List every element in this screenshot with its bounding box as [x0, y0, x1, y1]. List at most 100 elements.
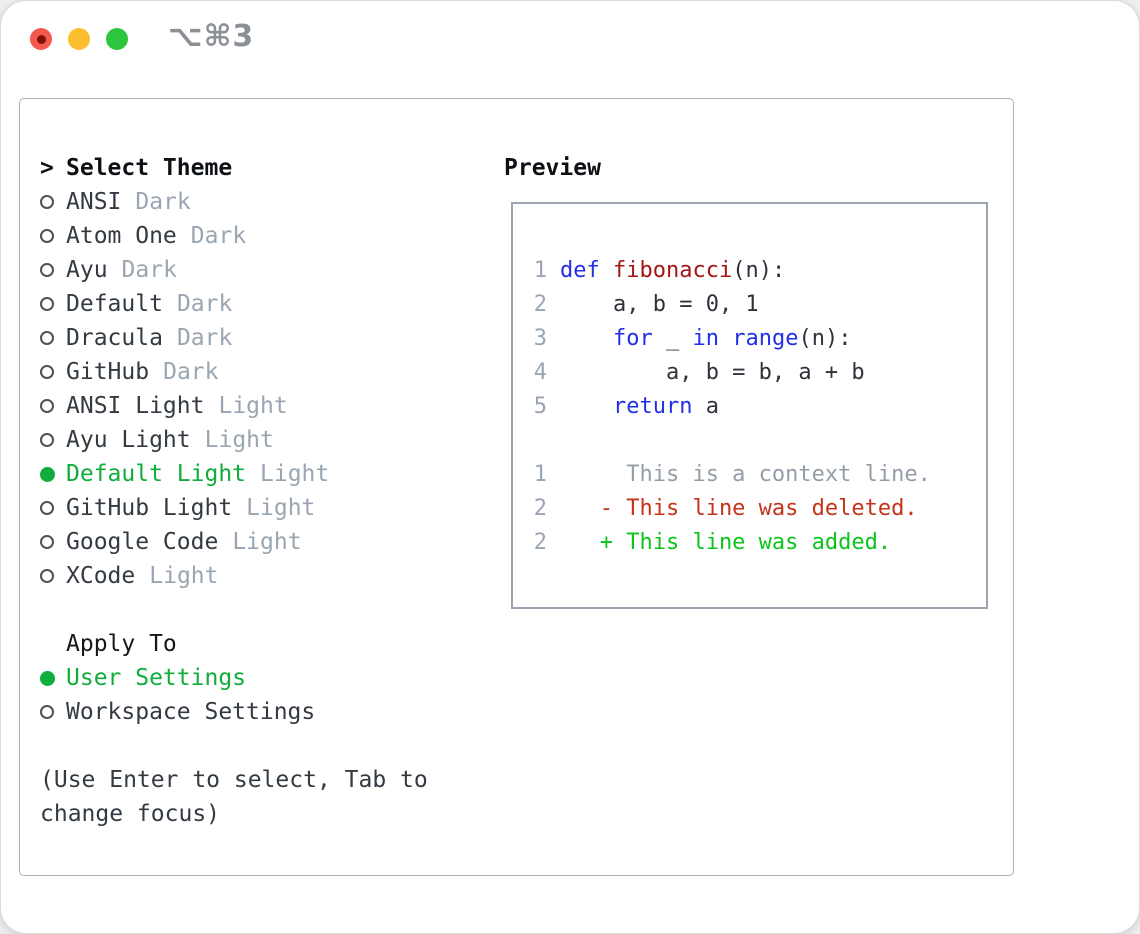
code-line: 2 + This line was added.	[533, 526, 931, 560]
option-variant-tag: Light	[218, 393, 288, 419]
code-line: 2 a, b = 0, 1	[533, 288, 931, 322]
option-variant-tag: Dark	[190, 223, 247, 249]
apply-to-option[interactable]: Workspace Settings	[40, 695, 452, 729]
theme-option[interactable]: Default Light Light	[40, 457, 452, 491]
option-variant-tag: Light	[232, 529, 302, 555]
theme-option[interactable]: Default Dark	[40, 287, 452, 321]
option-variant-tag: Light	[260, 461, 330, 487]
line-number: 2	[533, 530, 547, 555]
code-token-keyword: in	[692, 326, 719, 351]
radio-icon	[40, 569, 54, 583]
line-number: 1	[533, 258, 547, 283]
radio-icon	[40, 229, 54, 243]
option-label: Workspace Settings	[66, 699, 316, 725]
select-theme-header-label: Select Theme	[66, 155, 233, 181]
radio-icon	[40, 433, 54, 447]
line-number: 3	[533, 326, 547, 351]
apply-to-header: Apply To	[40, 627, 452, 661]
code-token-plain: _	[652, 326, 693, 351]
radio-icon	[40, 399, 54, 413]
option-variant-tag: Dark	[121, 257, 177, 283]
theme-option[interactable]: Ayu Dark	[40, 253, 452, 287]
zoom-button[interactable]	[106, 28, 128, 50]
theme-option[interactable]: ANSI Light Light	[40, 389, 452, 423]
code-token-keyword: def	[560, 258, 613, 283]
option-label: GitHub Light	[66, 495, 233, 521]
code-token-plain: a, b = 0, 1	[560, 292, 759, 317]
code-token-plain: a	[692, 394, 719, 419]
option-label: Dracula	[66, 325, 163, 351]
code-token-plain	[719, 322, 732, 356]
radio-selected-icon	[40, 670, 55, 686]
window-title-shortcut: ⌥⌘3	[168, 19, 255, 54]
option-label: Google Code	[66, 529, 219, 555]
radio-icon	[40, 535, 54, 549]
radio-icon	[40, 705, 54, 719]
code-token-keyword: for	[612, 326, 653, 351]
code-line: 1 This is a context line.	[533, 458, 931, 492]
close-button[interactable]	[30, 28, 52, 50]
code-line	[533, 424, 931, 458]
code-token-keyword: return	[612, 394, 693, 419]
apply-to-option[interactable]: User Settings	[40, 661, 452, 695]
code-line: 1 def fibonacci(n):	[533, 254, 931, 288]
code-line: 4 a, b = b, a + b	[533, 356, 931, 390]
keyboard-hint-text: (Use Enter to select, Tab to change focu…	[40, 767, 428, 827]
theme-option[interactable]: Dracula Dark	[40, 321, 452, 355]
code-token-deleted: - This line was deleted.	[560, 496, 918, 521]
radio-icon	[40, 195, 54, 209]
code-token-plain: (n):	[732, 258, 786, 283]
option-label: Atom One	[66, 223, 177, 249]
minimize-button[interactable]	[68, 28, 90, 50]
option-label: XCode	[66, 563, 136, 589]
option-label: User Settings	[66, 665, 247, 691]
option-label: Ayu	[66, 257, 108, 283]
code-line: 3 for _ in range(n):	[533, 322, 931, 356]
code-token-context: This is a context line.	[560, 462, 931, 487]
line-number: 2	[533, 292, 547, 317]
radio-selected-icon	[40, 466, 55, 482]
code-token-plain: (n):	[798, 326, 852, 351]
code-token-plain: a, b = b, a + b	[560, 360, 865, 385]
option-label: Ayu Light	[66, 427, 191, 453]
option-variant-tag: Dark	[176, 291, 233, 317]
code-token-plain	[560, 390, 613, 424]
radio-icon	[40, 263, 54, 277]
apply-to-header-label: Apply To	[66, 631, 177, 657]
option-variant-tag: Dark	[176, 325, 233, 351]
code-token-function: fibonacci	[612, 258, 733, 283]
radio-icon	[40, 297, 54, 311]
option-label: ANSI	[66, 189, 122, 215]
option-label: ANSI Light	[66, 393, 205, 419]
theme-option[interactable]: ANSI Dark	[40, 185, 452, 219]
theme-option[interactable]: Google Code Light	[40, 525, 452, 559]
line-number: 1	[533, 462, 547, 487]
line-number: 4	[533, 360, 547, 385]
option-label: Default Light	[66, 461, 247, 487]
code-line: 5 return a	[533, 390, 931, 424]
close-indicator-dot	[36, 34, 46, 44]
radio-icon	[40, 501, 54, 515]
prompt-icon: >	[40, 155, 54, 181]
theme-option[interactable]: Atom One Dark	[40, 219, 452, 253]
theme-option[interactable]: Ayu Light Light	[40, 423, 452, 457]
line-number: 5	[533, 394, 547, 419]
select-theme-header: > Select Theme	[40, 151, 452, 185]
preview-header: Preview	[504, 155, 601, 181]
option-variant-tag: Light	[204, 427, 274, 453]
option-label: Default	[66, 291, 163, 317]
code-line: 2 - This line was deleted.	[533, 492, 931, 526]
code-token-plain	[560, 322, 613, 356]
code-token-keyword: range	[732, 326, 799, 351]
option-variant-tag: Dark	[135, 189, 191, 215]
option-variant-tag: Dark	[163, 359, 219, 385]
